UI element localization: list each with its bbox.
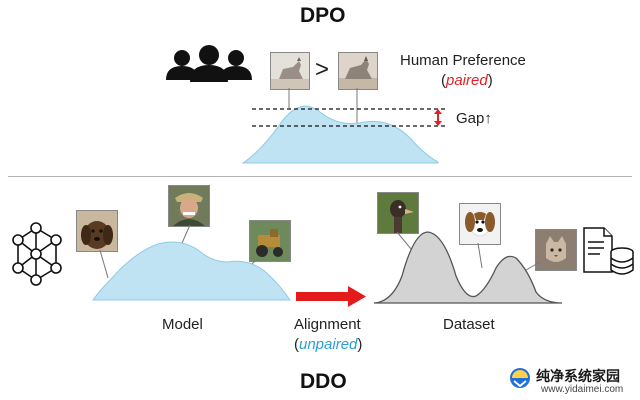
dataset-image-cat [535,229,577,271]
dataset-image-beagle [459,203,501,245]
model-image-person [168,185,210,227]
paren-close: ) [357,336,363,353]
preference-note: (paired) [441,72,493,89]
gap-label: Gap↑ [456,110,492,127]
rejected-image [338,52,378,90]
dpo-title: DPO [300,4,346,27]
paired-label: paired [446,72,488,89]
dataset-label: Dataset [443,316,495,333]
model-label: Model [162,316,203,333]
ddo-title: DDO [300,370,347,393]
model-image-tractor [249,220,291,262]
watermark-url: www.yidaimei.com [541,384,624,395]
alignment-note: (unpaired) [294,336,362,353]
model-image-dog [76,210,118,252]
unpaired-label: unpaired [299,336,358,353]
watermark-brand: 纯净系统家园 [536,369,620,385]
compare-symbol: > [315,56,330,83]
paren-open: ( [441,72,446,89]
section-divider [8,176,632,177]
paren-close: ) [487,72,493,89]
human-preference-label: Human Preference [400,52,526,69]
preferred-image [270,52,310,90]
dataset-image-bird [377,192,419,234]
alignment-label: Alignment [294,316,361,333]
paren-open: ( [294,336,299,353]
